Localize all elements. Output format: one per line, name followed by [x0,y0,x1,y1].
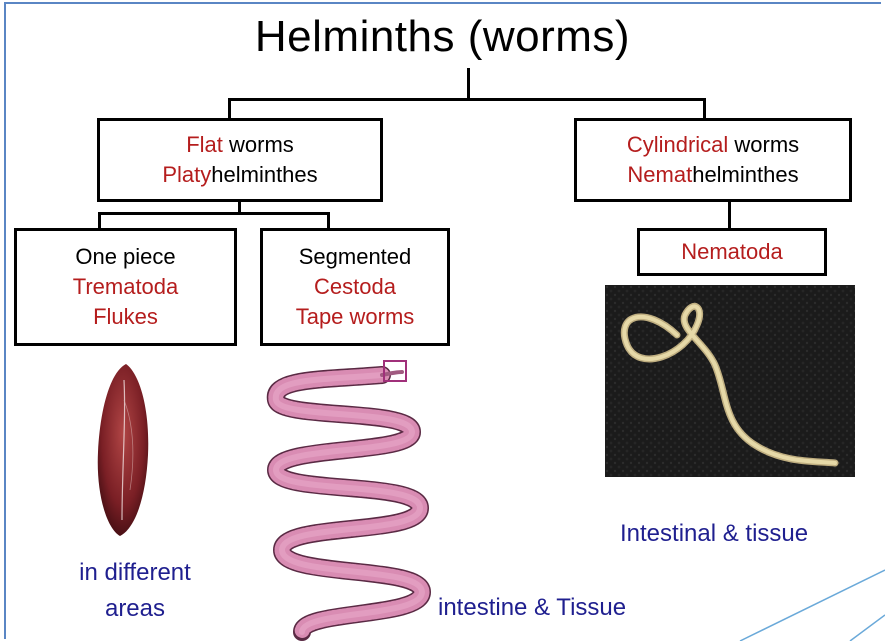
cyl-worms-line2: Nemathelminthes [627,160,798,190]
nemat-rest: helminthes [692,162,798,187]
flat-highlight: Flat [186,132,223,157]
segmented-box: Segmented Cestoda Tape worms [260,228,450,346]
connector-cyl-stem [703,98,706,120]
one-piece-box: One piece Trematoda Flukes [14,228,237,346]
connector-flat-bar [98,212,330,215]
flat-worms-line2: Platyhelminthes [162,160,317,190]
segmented-line1: Segmented [299,242,412,272]
tape-worms-label: Tape worms [296,302,415,332]
cylindrical-worms-box: Cylindrical worms Nemathelminthes [574,118,852,202]
cyl-worms-line1: Cylindrical worms [627,130,799,160]
flat-rest: worms [223,132,294,157]
fluke-caption-line1: in different [40,555,230,591]
corner-decoration [700,560,885,641]
trematoda-label: Trematoda [73,272,179,302]
cestoda-label: Cestoda [314,272,396,302]
tapeworm-caption: intestine & Tissue [438,590,698,626]
cyl-rest: worms [728,132,799,157]
flat-worms-box: Flat worms Platyhelminthes [97,118,383,202]
nematode-image [605,285,855,477]
nemat-highlight: Nemat [627,162,692,187]
connector-cyl-down [728,200,731,230]
tapeworm-image [262,360,434,641]
nematode-caption: Intestinal & tissue [620,516,882,552]
one-piece-line1: One piece [75,242,175,272]
flat-worms-line1: Flat worms [186,130,294,160]
connector-top-bar [228,98,706,101]
nematoda-label: Nematoda [681,237,783,267]
platy-rest: helminthes [211,162,317,187]
fluke-caption-line2: areas [40,591,230,627]
flukes-label: Flukes [93,302,158,332]
fluke-image [88,360,158,540]
nematoda-box: Nematoda [637,228,827,276]
connector-title-stem [467,68,470,100]
cyl-highlight: Cylindrical [627,132,728,157]
diagram-title: Helminths (worms) [0,12,885,62]
platy-highlight: Platy [162,162,211,187]
connector-flat-stem [228,98,231,120]
fluke-caption: in different areas [40,555,230,627]
